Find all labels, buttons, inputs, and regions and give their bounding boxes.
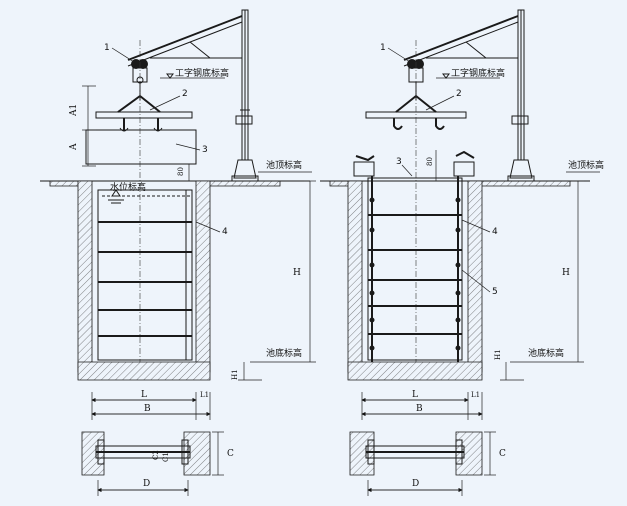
callout-4-left: 4 [222,227,228,237]
lifting-beam-left [95,95,193,132]
dim-80-right: 80 [426,157,434,166]
dim-C2-left: C2 [152,450,160,460]
pit-wall-left [77,180,93,373]
dim-C-left: C [227,449,234,459]
pit-floor [77,361,211,381]
callout-3-left: 3 [202,145,208,155]
dim-A1-label: A1 [69,104,79,117]
dim-B-left: B [144,404,151,414]
pool-bottom-elevation-left: 池底标高 [266,347,302,359]
gate-slats-left [98,221,192,337]
dim-D-right: D [412,479,419,489]
crane-left [127,9,259,182]
callout-1-left: 1 [104,43,110,53]
dim-L-left: L [141,390,147,400]
left-elevation-view: A1 A 80 H H1 L L1 B 1 2 3 4 [40,9,316,496]
right-elevation-view: 80 H H1 L L1 B 1 2 3 4 5 工字钢底标高 [320,9,604,496]
dim-D-left: D [143,479,150,489]
dim-C1-left: C1 [162,452,170,462]
dim-C-right: C [499,449,506,459]
plan-view-left: C C1 C2 D [81,431,234,496]
dim-H1-right: H1 [494,349,502,360]
dim-80-left: 80 [177,167,185,176]
plan-view-right: C D [349,431,506,496]
i-beam-bottom-elevation-right: 工字钢底标高 [451,67,505,79]
callout-2-right: 2 [456,89,462,99]
dim-B-right: B [416,404,423,414]
guide-rollers [369,197,461,351]
pool-top-elevation-right: 池顶标高 [568,159,604,171]
pool-bottom-elevation-right: 池底标高 [528,347,564,359]
i-beam-bottom-elevation-left: 工字钢底标高 [175,67,229,79]
gate-panel-lifted [85,129,197,165]
water-level-elevation: 水位标高 [110,181,146,193]
pool-top-elevation-left: 池顶标高 [266,159,302,171]
callout-5: 5 [492,287,498,297]
dim-A-label: A [69,143,79,151]
hoist-left [131,59,148,100]
callout-2-left: 2 [182,89,188,99]
dim-H-right: H [562,268,570,278]
callout-3-right: 3 [396,157,402,167]
dim-H1-left: H1 [231,369,239,380]
dim-L1-right: L1 [471,391,480,399]
gate-in-pit-left [97,189,193,361]
gate-slats-right [368,214,462,335]
pit-wall-right [195,180,211,373]
lifting-machine-right [453,150,475,177]
lifting-machine-left [353,155,375,177]
crane-right [403,9,535,182]
callout-4-right: 4 [492,227,498,237]
callout-1-right: 1 [380,43,386,53]
gate-in-pit-right [367,177,463,361]
hoist-right [407,59,424,100]
dim-L1-left: L1 [200,391,209,399]
dim-L-right: L [412,390,418,400]
dim-H-left: H [293,268,301,278]
